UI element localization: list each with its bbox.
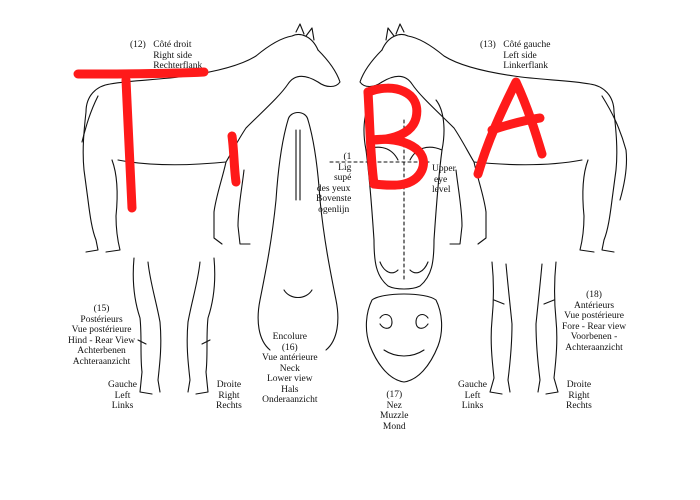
right-side-number: (12) xyxy=(130,40,146,50)
neck-en-1: Neck xyxy=(279,363,300,374)
upper-eye-level-3: level xyxy=(432,185,451,195)
fore-view-label: (18) Antérieurs Vue postérieure Fore - R… xyxy=(562,290,626,353)
eye-level-fr-3: des yeux xyxy=(316,183,351,194)
hind-legs-drawing xyxy=(132,257,216,395)
fore-nl-2: Achteraanzicht xyxy=(565,342,623,353)
hind-fr-2: Vue postérieure xyxy=(71,325,132,335)
eye-level-number: (1 xyxy=(343,152,352,162)
left-side-text: Côté gauche Left side Linkerflank xyxy=(503,40,550,72)
muzzle-fr: Nez xyxy=(386,400,402,411)
fore-legs-drawing xyxy=(489,261,559,395)
fore-fr-1: Antérieurs xyxy=(574,300,615,311)
hind-left-en: Left xyxy=(114,390,131,401)
right-side-en: Right side xyxy=(153,50,192,61)
right-side-text: Côté droit Right side Rechterflank xyxy=(153,40,202,72)
fore-right-fr: Droite xyxy=(566,380,592,390)
upper-eye-level-2: eye xyxy=(434,174,448,185)
hind-left-nl: Links xyxy=(111,401,134,411)
hind-right-nl: Rechts xyxy=(216,401,242,411)
hind-number: (15) xyxy=(93,304,110,314)
fore-nl-1: Voorbenen - xyxy=(570,332,618,342)
muzzle-nl: Mond xyxy=(382,421,406,432)
eye-level-fr-1: Lig xyxy=(338,162,352,173)
neck-view-label: Encolure (16) Vue antérieure Neck Lower … xyxy=(262,332,318,406)
fore-left-fr: Gauche xyxy=(458,380,488,390)
horse-right-side-drawing xyxy=(81,23,341,253)
fore-right-label: Droite Right Rechts xyxy=(566,380,592,412)
muzzle-en: Muzzle xyxy=(380,411,409,421)
upper-eye-level-1: Upper xyxy=(432,164,456,174)
eye-level-fr-2: supé xyxy=(333,173,352,183)
left-side-fr: Côté gauche xyxy=(503,40,551,50)
upper-eye-level-label: Upper eye level xyxy=(432,164,456,196)
neck-nl-2: Onderaanzicht xyxy=(262,395,318,405)
hind-right-fr: Droite xyxy=(216,380,242,390)
eye-level-nl-1: Bovenste xyxy=(316,194,352,204)
hind-view-label: (15) Postérieurs Vue postérieure Hind - … xyxy=(68,304,135,367)
fore-left-label: Gauche Left Links xyxy=(458,380,487,412)
fore-number: (18) xyxy=(586,290,602,300)
neck-fr-2: Vue antérieure xyxy=(262,353,318,363)
hind-right-label: Droite Right Rechts xyxy=(216,380,242,412)
neck-nl-1: Hals xyxy=(281,384,299,395)
neck-lower-view-drawing xyxy=(257,111,339,351)
left-side-en: Left side xyxy=(503,50,537,61)
right-side-label: (12) Côté droit Right side Rechterflank xyxy=(130,40,202,72)
muzzle-drawing xyxy=(365,293,443,383)
hind-left-label: Gauche Left Links xyxy=(108,380,137,412)
eye-level-label: (1 Lig supé des yeux Bovenste ogenlijn xyxy=(316,152,351,215)
fore-left-nl: Links xyxy=(461,401,484,411)
muzzle-number: (17) xyxy=(386,390,403,400)
neck-en-2: Lower view xyxy=(266,374,313,384)
neck-number: (16) xyxy=(281,342,298,353)
eye-level-nl-2: ogenlijn xyxy=(318,204,350,215)
fore-left-en: Left xyxy=(464,390,481,401)
hind-left-fr: Gauche xyxy=(108,380,138,390)
hind-en: Hind - Rear View xyxy=(68,335,136,346)
hind-fr-1: Postérieurs xyxy=(80,314,123,325)
hind-nl-2: Achteraanzicht xyxy=(72,356,131,367)
fore-right-nl: Rechts xyxy=(566,401,592,411)
left-side-label: (13) Côté gauche Left side Linkerflank xyxy=(480,40,550,72)
fore-en: Fore - Rear view xyxy=(562,321,627,332)
right-side-nl: Rechterflank xyxy=(153,61,203,71)
right-side-fr: Côté droit xyxy=(153,40,192,50)
fore-fr-2: Vue postérieure xyxy=(564,311,624,321)
neck-fr-1: Encolure xyxy=(272,332,307,342)
muzzle-label: (17) Nez Muzzle Mond xyxy=(380,390,409,432)
left-side-number: (13) xyxy=(480,40,496,50)
fore-right-en: Right xyxy=(568,390,590,401)
hind-right-en: Right xyxy=(218,390,240,401)
hind-nl-1: Achterbenen xyxy=(77,346,126,356)
left-side-nl: Linkerflank xyxy=(503,61,549,71)
